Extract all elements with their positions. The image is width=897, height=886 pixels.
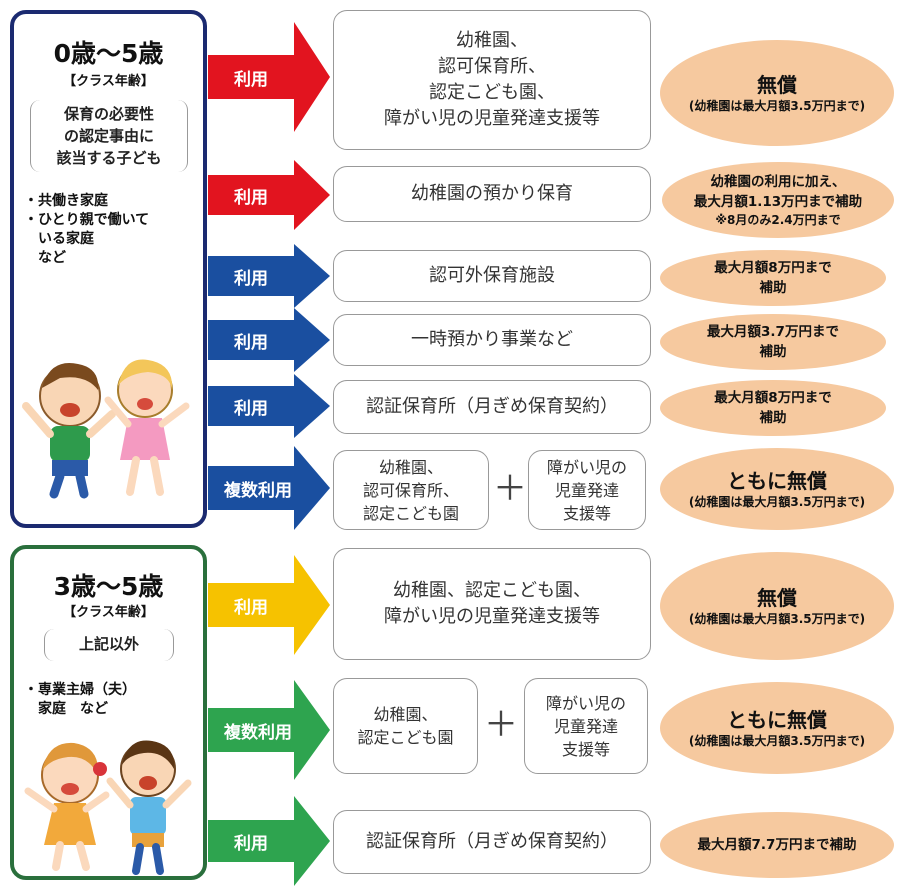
row-1-facility: 幼稚園、認可保育所、認定こども園、障がい児の児童発達支援等	[333, 10, 651, 150]
row-5-benefit: 最大月額8万円まで 補助	[660, 380, 886, 436]
eligibility-examples: ・専業主婦（夫） 家庭 など	[24, 682, 136, 717]
row-2-benefit: 幼稚園の利用に加え、 最大月額1.13万円まで補助 ※8月のみ2.4万円まで	[662, 162, 894, 238]
children-illustration	[24, 740, 192, 875]
row-4-arrow-label: 利用	[234, 332, 268, 353]
row-4-facility: 一時預かり事業など	[333, 314, 651, 366]
row-8-arrow-label: 複数利用	[224, 722, 292, 743]
row-7-facility: 幼稚園、認定こども園、障がい児の児童発達支援等	[333, 548, 651, 660]
class-age-note: 【クラス年齢】	[63, 74, 154, 89]
row-6-benefit: ともに無償 (幼稚園は最大月額3.5万円まで)	[660, 448, 894, 530]
row-9-benefit: 最大月額7.7万円まで補助	[660, 812, 894, 878]
row-3-arrow-label: 利用	[234, 268, 268, 289]
row-3-benefit: 最大月額8万円まで 補助	[660, 250, 886, 306]
row-6-arrow	[208, 446, 330, 530]
group-panel-3-5: 3歳～5歳 【クラス年齢】 上記以外 ・専業主婦（夫） 家庭 など	[10, 545, 207, 880]
row-7-arrow-label: 利用	[234, 597, 268, 618]
eligibility-condition: 保育の必要性 の認定事由に 該当する子ども	[30, 100, 188, 172]
group-panel-0-5: 0歳～5歳 【クラス年齢】 保育の必要性 の認定事由に 該当する子ども ・共働き…	[10, 10, 207, 528]
row-4-arrow	[208, 308, 330, 372]
row-2-arrow-label: 利用	[234, 187, 268, 208]
row-7-benefit: 無償 (幼稚園は最大月額3.5万円まで)	[660, 552, 894, 660]
row-6-facility-a: 幼稚園、認可保育所、認定こども園	[333, 450, 489, 530]
row-8-facility-a: 幼稚園、認定こども園	[333, 678, 478, 774]
row-5-arrow-label: 利用	[234, 398, 268, 419]
row-7-arrow	[208, 555, 330, 655]
row-2-arrow	[208, 160, 330, 230]
row-8-benefit: ともに無償 (幼稚園は最大月額3.5万円まで)	[660, 682, 894, 774]
age-range-title: 3歳～5歳	[53, 572, 164, 601]
row-3-arrow	[208, 244, 330, 308]
row-2-facility: 幼稚園の預かり保育	[333, 166, 651, 222]
row-8-facility-b: 障がい児の児童発達支援等	[524, 678, 648, 774]
row-1-arrow-label: 利用	[234, 69, 268, 90]
children-illustration	[22, 359, 190, 499]
row-6-arrow-label: 複数利用	[224, 480, 292, 501]
row-9-arrow-label: 利用	[234, 833, 268, 854]
row-8-arrow	[208, 680, 330, 780]
row-1-arrow	[208, 22, 330, 132]
eligibility-condition: 上記以外	[44, 629, 174, 661]
row-9-arrow	[208, 796, 330, 886]
plus-sign: ＋	[484, 705, 518, 745]
class-age-note: 【クラス年齢】	[63, 605, 154, 620]
plus-sign: ＋	[493, 469, 527, 509]
row-4-benefit: 最大月額3.7万円まで 補助	[660, 314, 886, 370]
row-6-facility-b: 障がい児の児童発達支援等	[528, 450, 646, 530]
row-5-facility: 認証保育所（月ぎめ保育契約）	[333, 380, 651, 434]
age-range-title: 0歳～5歳	[53, 39, 164, 68]
row-3-facility: 認可外保育施設	[333, 250, 651, 302]
row-1-benefit: 無償 (幼稚園は最大月額3.5万円まで)	[660, 40, 894, 146]
row-5-arrow	[208, 374, 330, 438]
row-9-facility: 認証保育所（月ぎめ保育契約）	[333, 810, 651, 874]
eligibility-examples: ・共働き家庭 ・ひとり親で働いて いる家庭 など	[24, 193, 150, 266]
